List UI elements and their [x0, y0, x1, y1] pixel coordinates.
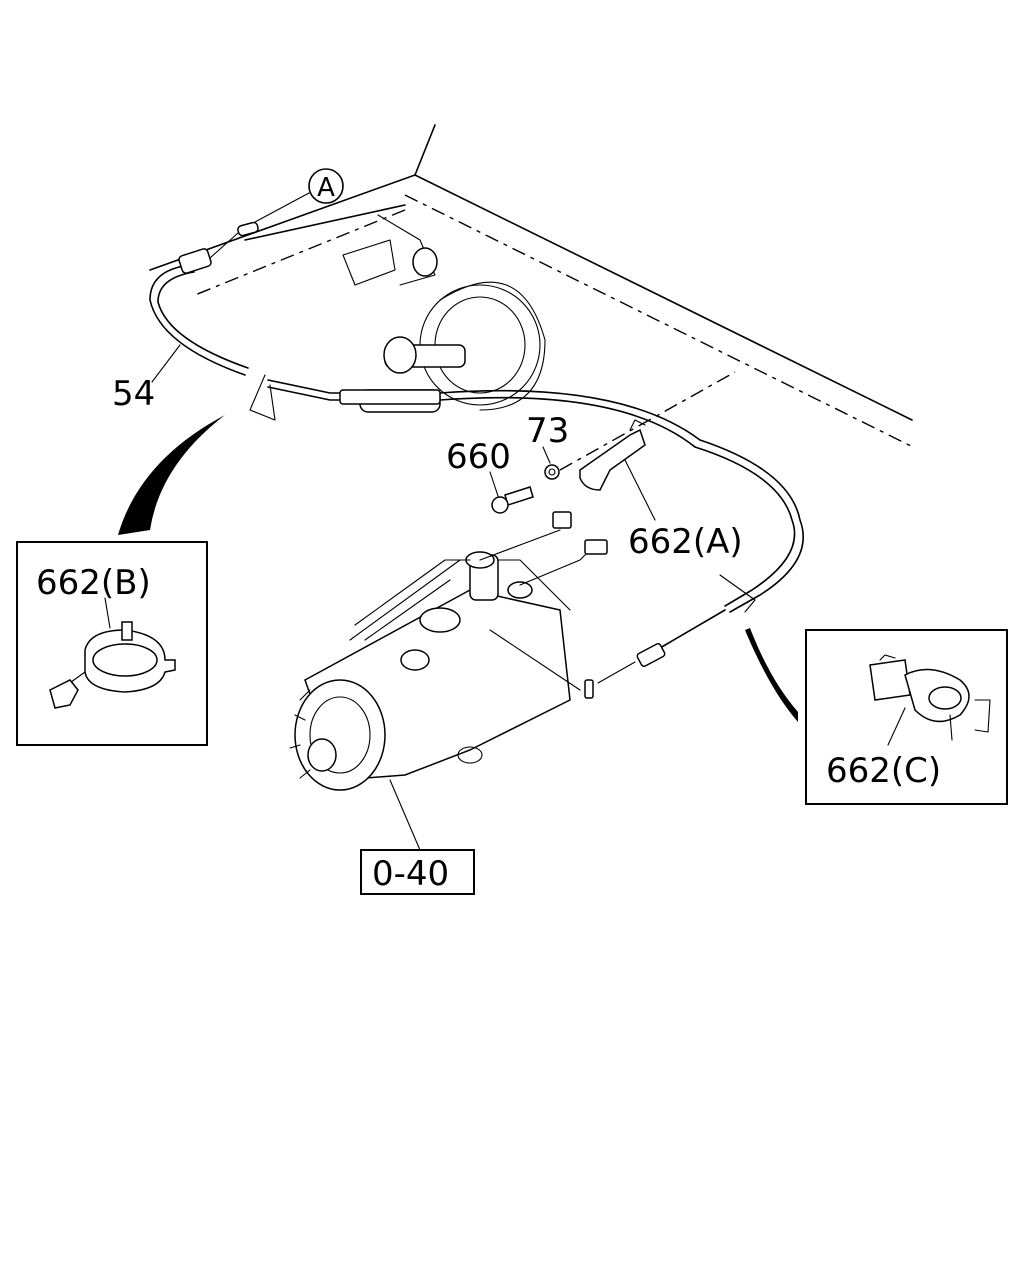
part-label-662b: 662(B) — [36, 563, 151, 603]
pump-ref-box — [360, 849, 475, 895]
booster-assembly — [342, 214, 546, 413]
leader-662c — [887, 707, 906, 746]
part-label-662c: 662(C) — [826, 751, 941, 791]
leader-662b — [104, 597, 111, 629]
part-label-662a: 662(A) — [628, 522, 743, 562]
bracket-assembly — [491, 371, 736, 514]
part-label-54: 54 — [112, 374, 155, 414]
ref-a-leader — [254, 192, 310, 223]
ref-a-circle — [308, 168, 344, 204]
clip-b-illustration — [49, 621, 176, 709]
ref-a-label: A — [317, 173, 335, 203]
part-label-73: 73 — [526, 411, 569, 451]
engine-body-outline — [149, 124, 916, 449]
injection-pump — [289, 511, 608, 791]
part-label-660: 660 — [446, 437, 511, 477]
leader-lines — [118, 344, 798, 851]
part-label-0-40: 0-40 — [372, 854, 449, 894]
clip-c-illustration — [869, 654, 991, 741]
inset-box-c — [805, 629, 1008, 805]
throttle-cable — [149, 221, 804, 699]
